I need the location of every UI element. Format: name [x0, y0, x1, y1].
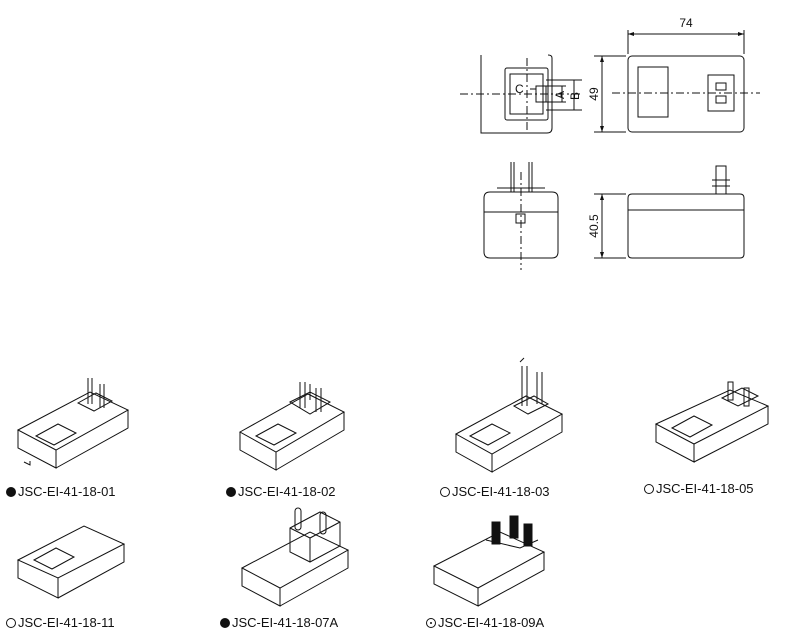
- model-label-text: JSC-EI-41-18-09A: [438, 615, 545, 630]
- model-label-text: JSC-EI-41-18-01: [18, 484, 116, 499]
- model-label-07a: JSC-EI-41-18-07A: [220, 615, 338, 630]
- dimension-depth: 40.5: [587, 214, 601, 238]
- adapter-sketch-05: [654, 381, 770, 463]
- adapter-sketch-07a: [240, 507, 350, 607]
- model-label-text: JSC-EI-41-18-02: [238, 484, 336, 499]
- hollow-circle-icon: [440, 486, 450, 497]
- dimension-height: 49: [587, 87, 601, 101]
- adapter-sketch-01: [16, 378, 130, 469]
- dimension-width: 74: [679, 16, 693, 30]
- top-view: 74 49: [587, 16, 760, 133]
- adapter-sketch-11: [16, 525, 126, 599]
- adapter-sketch-03: [454, 357, 564, 473]
- model-label-02: JSC-EI-41-18-02: [226, 484, 336, 499]
- model-label-01: JSC-EI-41-18-01: [6, 484, 116, 499]
- dimension-a: A: [553, 91, 567, 99]
- model-label-text: JSC-EI-41-18-03: [452, 484, 550, 499]
- filled-dot-icon: [226, 486, 236, 497]
- model-label-03: JSC-EI-41-18-03: [440, 484, 550, 499]
- hollow-circle-icon: [644, 483, 654, 494]
- model-label-11: JSC-EI-41-18-11: [6, 615, 115, 630]
- dimension-c: C: [515, 82, 524, 96]
- side-view: [483, 162, 559, 270]
- filled-dot-icon: [220, 617, 230, 628]
- model-label-text: JSC-EI-41-18-11: [18, 615, 115, 630]
- model-label-text: JSC-EI-41-18-07A: [232, 615, 339, 630]
- adapter-sketch-02: [238, 382, 346, 471]
- model-label-09a: JSC-EI-41-18-09A: [426, 615, 544, 630]
- end-view: 40.5: [587, 165, 745, 259]
- dotted-circle-icon: [426, 617, 436, 628]
- model-label-text: JSC-EI-41-18-05: [656, 481, 754, 496]
- front-view: C A B: [460, 54, 582, 134]
- model-label-05: JSC-EI-41-18-05: [644, 481, 754, 496]
- hollow-circle-icon: [6, 617, 16, 628]
- filled-dot-icon: [6, 486, 16, 497]
- adapter-sketch-09a: [432, 515, 546, 607]
- dimension-b: B: [568, 92, 582, 100]
